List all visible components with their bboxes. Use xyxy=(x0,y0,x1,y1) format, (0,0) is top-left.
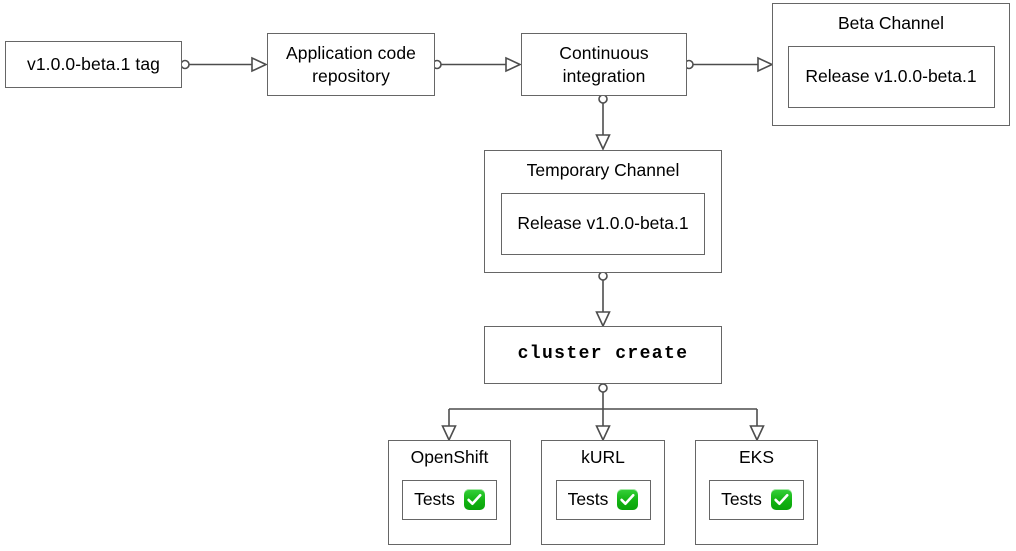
node-platform-eks-label: EKS xyxy=(738,447,775,467)
edge-tag-to-repo xyxy=(180,56,268,73)
node-temporary-channel-release-label: Release v1.0.0-beta.1 xyxy=(517,213,689,233)
node-platform-eks-tests[interactable]: Tests xyxy=(709,479,804,520)
node-cluster-create-label: cluster create xyxy=(517,344,689,365)
tests-label: Tests xyxy=(721,489,762,509)
node-tag-label: v1.0.0-beta.1 tag xyxy=(26,54,161,75)
tests-label: Tests xyxy=(414,489,455,509)
tests-label: Tests xyxy=(567,489,609,509)
node-continuous-integration[interactable]: Continuous integration xyxy=(521,33,687,96)
node-platform-kurl-tests[interactable]: Tests xyxy=(555,479,651,520)
edge-temporary-channel-to-cluster-create xyxy=(595,271,611,328)
node-platform-openshift[interactable]: OpenShift Tests xyxy=(388,440,511,545)
node-temporary-channel-release[interactable]: Release v1.0.0-beta.1 xyxy=(501,192,705,255)
node-temporary-channel[interactable]: Temporary Channel Release v1.0.0-beta.1 xyxy=(484,150,722,273)
green-check-icon xyxy=(770,489,792,510)
node-platform-eks[interactable]: EKS Tests xyxy=(695,440,818,545)
edge-ci-to-temporary-channel xyxy=(595,94,611,151)
node-tag[interactable]: v1.0.0-beta.1 tag xyxy=(5,41,182,88)
node-cluster-create[interactable]: cluster create xyxy=(484,326,722,384)
tests-row: Tests xyxy=(721,489,792,510)
node-beta-channel-release-label: Release v1.0.0-beta.1 xyxy=(805,66,977,86)
node-beta-channel-release[interactable]: Release v1.0.0-beta.1 xyxy=(787,45,995,108)
node-temporary-channel-label: Temporary Channel xyxy=(526,160,680,180)
node-platform-kurl-label: kURL xyxy=(581,447,625,467)
node-beta-channel-label: Beta Channel xyxy=(837,13,945,33)
node-continuous-integration-label: Continuous integration xyxy=(559,43,649,86)
green-check-icon xyxy=(463,489,485,510)
green-check-icon xyxy=(617,489,639,510)
edge-ci-to-beta-channel xyxy=(684,56,774,73)
node-platform-kurl[interactable]: kURL Tests xyxy=(541,440,665,545)
node-application-code-repository-label: Application code repository xyxy=(285,43,417,86)
tests-row: Tests xyxy=(568,489,639,510)
node-beta-channel[interactable]: Beta Channel Release v1.0.0-beta.1 xyxy=(772,3,1010,126)
node-platform-openshift-tests[interactable]: Tests xyxy=(402,479,497,520)
node-application-code-repository[interactable]: Application code repository xyxy=(267,33,435,96)
node-platform-openshift-label: OpenShift xyxy=(410,447,489,467)
tests-row: Tests xyxy=(414,489,485,510)
edge-cluster-create-to-platforms xyxy=(441,383,765,442)
edge-repo-to-ci xyxy=(432,56,522,73)
